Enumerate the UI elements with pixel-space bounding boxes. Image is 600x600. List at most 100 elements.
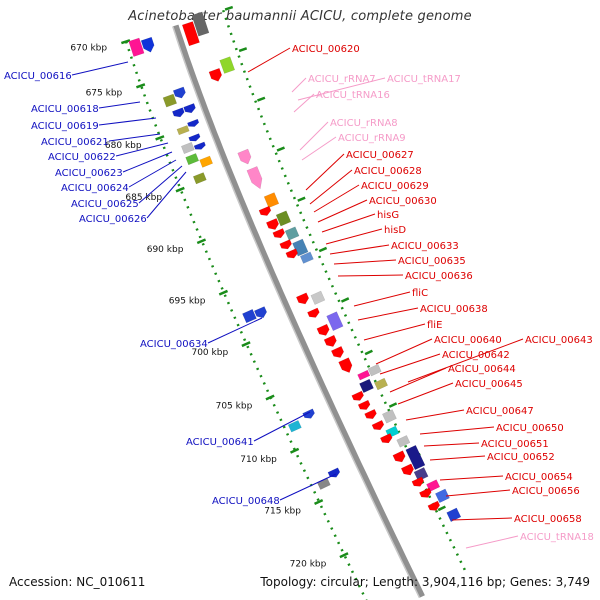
gene-label-right: ACICU_00628 [354, 166, 422, 177]
gene-label-right: ACICU_00651 [481, 439, 549, 450]
label-leader [321, 213, 376, 233]
label-leader [337, 274, 404, 277]
accession-text: Accession: NC_010611 [9, 575, 146, 589]
label-leader [108, 133, 161, 142]
gene-label-left: ACICU_00624 [61, 183, 129, 194]
gene-feature [392, 450, 406, 463]
label-leader [293, 93, 315, 113]
gene-feature [171, 107, 185, 118]
label-leader [305, 153, 345, 191]
label-leader [301, 136, 337, 161]
label-leader [313, 184, 360, 213]
gene-label-right: ACICU_00644 [448, 364, 516, 375]
rna-label: ACICU_tRNA16 [316, 90, 390, 101]
gene-feature [183, 103, 196, 114]
gene-label-right: ACICU_00638 [420, 304, 488, 315]
gene-feature [208, 67, 223, 82]
label-leader [353, 291, 411, 307]
gene-label-left: ACICU_00648 [212, 496, 280, 507]
rna-label: ACICU_tRNA17 [387, 74, 461, 85]
kbp-tick [364, 349, 373, 356]
label-leader [279, 473, 337, 501]
gene-label-left: ACICU_00621 [41, 137, 109, 148]
kbp-tick [155, 135, 165, 141]
label-leader [439, 475, 504, 481]
kbp-tick [175, 186, 185, 193]
label-leader [389, 367, 447, 393]
label-leader [71, 61, 129, 76]
gene-feature [364, 408, 377, 420]
gene-feature [381, 409, 397, 424]
kbp-tick-label: 705 kbp [216, 402, 253, 412]
gene-feature [279, 239, 292, 250]
gene-label-right: ACICU_00645 [455, 379, 523, 390]
label-leader [451, 517, 513, 521]
label-leader [138, 165, 183, 204]
gene-label-right: ACICU_00642 [442, 350, 510, 361]
gene-feature [434, 488, 450, 504]
gene-feature [411, 476, 425, 487]
gene-label-right: ACICU_00652 [487, 452, 555, 463]
gene-label-left: ACICU_00625 [71, 199, 139, 210]
label-leader [329, 244, 390, 255]
kbp-tick-label: 690 kbp [147, 245, 184, 255]
kbp-tick-label: 710 kbp [240, 455, 277, 465]
label-leader [98, 101, 141, 109]
label-leader [115, 142, 169, 157]
label-leader [309, 169, 353, 205]
gene-label-right: ACICU_00647 [466, 406, 534, 417]
gene-feature [357, 369, 371, 381]
gene-feature [246, 166, 263, 190]
label-leader [128, 159, 177, 188]
gene-feature [326, 311, 344, 332]
gene-feature [287, 419, 302, 433]
gene-feature [299, 251, 314, 264]
gene-feature [192, 172, 207, 185]
gene-label-right: ACICU_00636 [405, 271, 473, 282]
gene-label-right: hisD [384, 225, 406, 236]
gene-feature [400, 463, 414, 476]
label-leader [423, 442, 480, 447]
label-leader [253, 411, 311, 442]
gene-feature [418, 487, 432, 498]
gene-feature [338, 357, 353, 373]
kbp-tick [238, 47, 248, 53]
gene-label-right: ACICU_00658 [514, 514, 582, 525]
gene-label-right: ACICU_00643 [525, 335, 593, 346]
gene-feature [188, 133, 201, 142]
genome-backbone [172, 24, 425, 598]
kbp-tick [289, 447, 300, 454]
gene-label-left: ACICU_00623 [55, 168, 123, 179]
gene-tracks [120, 5, 469, 600]
label-leader [207, 317, 263, 344]
gene-label-left: ACICU_00634 [140, 339, 208, 350]
kbp-tick-label: 685 kbp [125, 193, 162, 203]
label-leader [247, 47, 291, 73]
label-leader [98, 117, 157, 126]
gene-feature [427, 500, 441, 511]
kbp-tick [257, 96, 266, 102]
kbp-tick-label: 715 kbp [264, 506, 301, 516]
gene-label-left: ACICU_00641 [186, 437, 254, 448]
label-leader [317, 199, 368, 223]
gene-label-right: ACICU_00654 [505, 472, 573, 483]
rna-label: ACICU_tRNA18 [520, 532, 594, 543]
kbp-tick [388, 402, 398, 408]
gene-feature [359, 378, 374, 394]
gene-feature [242, 308, 257, 324]
kbp-tick [241, 341, 251, 348]
label-leader [146, 171, 187, 219]
genome-summary-text: Topology: circular; Length: 3,904,116 bp… [260, 575, 590, 589]
gene-feature [219, 56, 236, 74]
label-leader [291, 77, 307, 93]
gene-label-right: ACICU_00627 [346, 150, 414, 161]
label-leader [407, 338, 524, 383]
gene-feature [396, 435, 411, 448]
gene-label-left: ACICU_00626 [79, 214, 147, 225]
gene-feature [176, 125, 190, 136]
rna-label: ACICU_rRNA9 [338, 133, 406, 144]
label-leader [397, 382, 454, 405]
gene-label-right: ACICU_00633 [391, 241, 459, 252]
label-leader [465, 535, 519, 549]
